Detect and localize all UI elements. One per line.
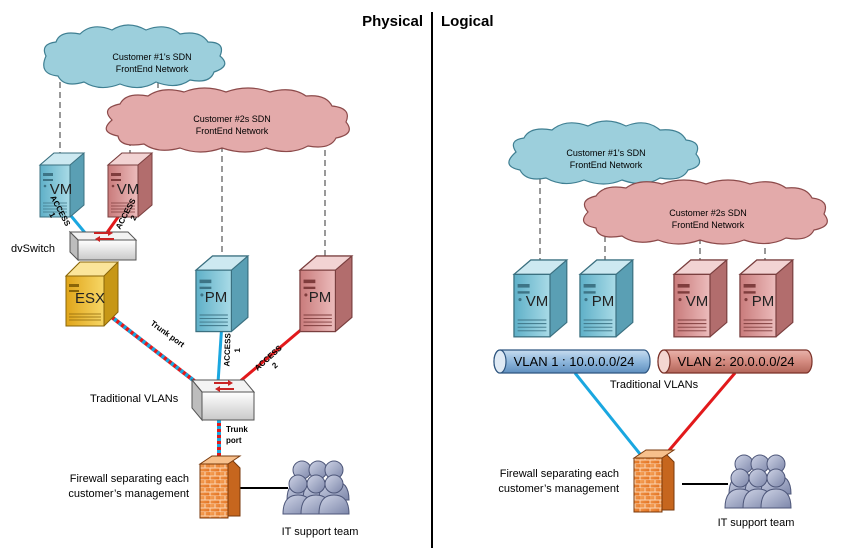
physical-firewall-label-line1: Firewall separating each	[70, 473, 189, 485]
logical-traditional-vlans-label: Traditional VLANs	[610, 379, 699, 391]
access2-large-label: ACCESS 2	[253, 343, 284, 372]
header-physical: Physical	[362, 13, 423, 30]
physical-pm-blue-server: PM	[195, 255, 249, 333]
logical-cloud1-line2: FrontEnd Network	[570, 160, 643, 170]
physical-links	[60, 202, 323, 489]
physical-cloud1-line2: FrontEnd Network	[116, 64, 189, 74]
physical-vm-red-server: VM	[107, 152, 153, 218]
physical-vm-red-label: VM	[117, 181, 140, 198]
logical-links	[573, 372, 737, 485]
physical-traditional-vlans-label: Traditional VLANs	[90, 393, 179, 405]
vlan2-pipe: VLAN 2: 20.0.0.0/24	[657, 349, 813, 374]
physical-cloud2-line1: Customer #2s SDN	[193, 114, 271, 124]
svg-text:port: port	[226, 436, 242, 445]
logical-vm-blue-server: VM	[513, 259, 568, 338]
svg-text:1: 1	[47, 211, 57, 220]
logical-cloud2-line1: Customer #2s SDN	[669, 208, 747, 218]
physical-vm-blue-server: VM	[39, 152, 85, 218]
logical-cloud1-line1: Customer #1's SDN	[566, 148, 645, 158]
physical-cloud1-line1: Customer #1's SDN	[112, 52, 191, 62]
svg-text:1: 1	[233, 347, 242, 352]
physical-firewall-icon	[198, 455, 242, 519]
physical-pm-blue-label: PM	[205, 289, 228, 306]
svg-text:Trunk: Trunk	[226, 425, 248, 434]
physical-cloud-customer2: Customer #2s SDN FrontEnd Network	[105, 87, 350, 153]
physical-pm-red-label: PM	[309, 289, 332, 306]
svg-text:ACCESS: ACCESS	[253, 343, 284, 372]
physical-cloud-customer1: Customer #1's SDN FrontEnd Network	[43, 24, 226, 89]
logical-it-team-label: IT support team	[718, 517, 795, 529]
physical-vm-blue-label: VM	[50, 181, 73, 198]
svg-text:Trunk port: Trunk port	[149, 319, 187, 350]
logical-vm-red-label: VM	[686, 293, 709, 310]
vlan1-label: VLAN 1 : 10.0.0.0/24	[514, 354, 635, 369]
logical-pm-red-server: PM	[739, 259, 794, 338]
physical-it-team-label: IT support team	[282, 526, 359, 538]
access1-large-label: ACCESS 1	[222, 332, 242, 366]
svg-text:2: 2	[129, 213, 139, 222]
logical-pm-blue-server: PM	[579, 259, 634, 338]
logical-firewall-icon	[632, 449, 676, 513]
vlan1-pipe: VLAN 1 : 10.0.0.0/24	[493, 349, 651, 374]
logical-cloud-customer1: Customer #1's SDN FrontEnd Network	[508, 120, 701, 185]
svg-text:2: 2	[270, 360, 280, 370]
trunk-port-label-1: Trunk port	[149, 319, 187, 350]
logical-cloud2-line2: FrontEnd Network	[672, 220, 745, 230]
traditional-vlan-switch-icon	[190, 378, 256, 422]
logical-firewall-label-line1: Firewall separating each	[500, 468, 619, 480]
logical-vm-red-server: VM	[673, 259, 728, 338]
esx-server: ESX	[64, 261, 120, 327]
logical-firewall-label-line2: customer’s management	[498, 483, 619, 495]
logical-it-team-icon	[724, 454, 792, 509]
logical-pm-red-label: PM	[752, 293, 775, 310]
physical-cloud2-line2: FrontEnd Network	[196, 126, 269, 136]
svg-text:ACCESS: ACCESS	[222, 332, 232, 366]
logical-cloud-customer2: Customer #2s SDN FrontEnd Network	[582, 179, 828, 245]
esx-label: ESX	[75, 290, 105, 307]
dvswitch-icon	[68, 229, 138, 262]
vlan2-label: VLAN 2: 20.0.0.0/24	[677, 354, 794, 369]
header-logical: Logical	[441, 13, 494, 30]
physical-pm-red-server: PM	[299, 255, 353, 333]
physical-firewall-label-line2: customer’s management	[68, 488, 189, 500]
logical-vm-blue-label: VM	[526, 293, 549, 310]
trunk-port-label-2: Trunk port	[226, 425, 248, 445]
physical-it-team-icon	[282, 460, 350, 515]
logical-pm-blue-label: PM	[592, 293, 615, 310]
dvswitch-label: dvSwitch	[11, 243, 55, 255]
